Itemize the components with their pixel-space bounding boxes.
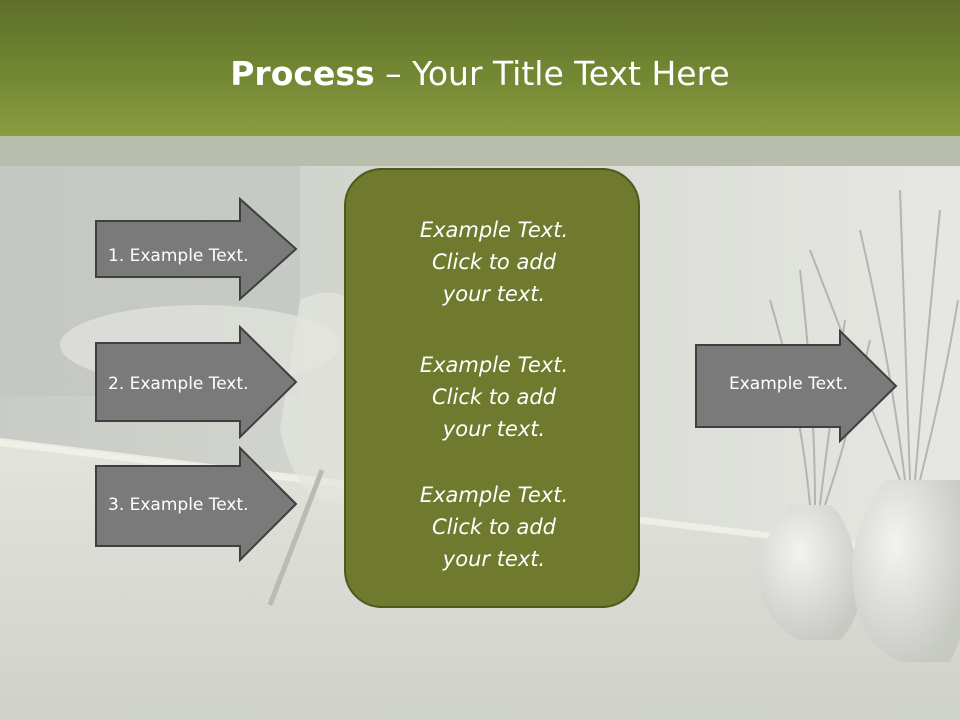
- left-arrow-2[interactable]: [94, 325, 300, 439]
- center-block-3-line3: your text.: [442, 547, 546, 571]
- title-rest: – Your Title Text Here: [374, 54, 730, 93]
- right-arrow-label: Example Text.: [729, 374, 848, 394]
- left-arrow-3[interactable]: [94, 446, 300, 562]
- left-arrow-1[interactable]: [94, 197, 300, 301]
- center-block-2: Example Text. Click to add your text.: [346, 349, 642, 445]
- center-block-3: Example Text. Click to add your text.: [346, 479, 642, 575]
- title-bold: Process: [230, 54, 375, 93]
- title-bar: [0, 0, 960, 136]
- center-block-3-line1: Example Text.: [419, 483, 569, 507]
- left-arrow-2-label: 2. Example Text.: [108, 374, 249, 394]
- right-arrow[interactable]: [694, 329, 900, 445]
- left-arrow-3-label: 3. Example Text.: [108, 495, 249, 515]
- center-block-2-line1: Example Text.: [419, 353, 569, 377]
- slide-title[interactable]: Process – Your Title Text Here: [0, 52, 960, 96]
- center-block-1-line3: your text.: [442, 282, 546, 306]
- center-text-box[interactable]: Example Text. Click to add your text. Ex…: [344, 168, 640, 608]
- title-bar-band: [0, 136, 960, 166]
- center-block-2-line3: your text.: [442, 417, 546, 441]
- center-block-1-line1: Example Text.: [419, 218, 569, 242]
- center-block-2-line2: Click to add: [431, 385, 556, 409]
- left-arrow-1-label: 1. Example Text.: [108, 246, 249, 266]
- center-block-1-line2: Click to add: [431, 250, 556, 274]
- center-block-1: Example Text. Click to add your text.: [346, 214, 642, 310]
- center-block-3-line2: Click to add: [431, 515, 556, 539]
